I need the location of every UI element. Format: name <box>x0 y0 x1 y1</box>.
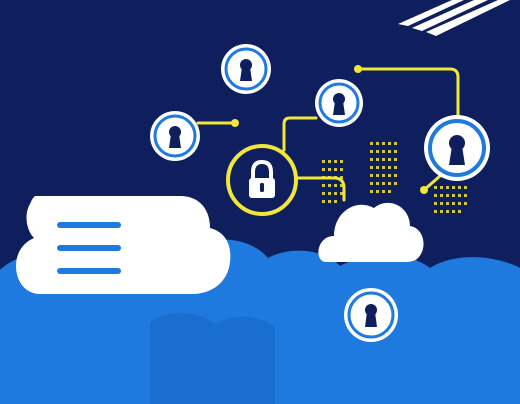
small-white-cloud <box>318 202 424 262</box>
building-right <box>434 186 467 213</box>
keyhole-icon <box>240 59 252 81</box>
keyhole-icon <box>365 304 377 327</box>
connector-dots <box>231 65 428 194</box>
keyhole-node-right <box>424 115 490 181</box>
keyhole-icon <box>333 93 345 115</box>
padlock-icon <box>249 159 275 198</box>
document-lines-icon <box>57 222 121 274</box>
building-middle <box>370 142 397 193</box>
keyhole-node-upper-middle <box>315 79 363 127</box>
keyhole-icon <box>169 126 181 148</box>
blue-cloud-shadow <box>150 313 275 404</box>
central-lock-node <box>226 144 298 216</box>
keyhole-node-top <box>221 44 271 94</box>
document-cloud <box>16 196 231 294</box>
keyhole-node-left <box>150 111 200 161</box>
city-buildings <box>322 142 467 213</box>
keyhole-node-bottom <box>344 288 398 342</box>
connector-lock-to-top <box>282 116 318 152</box>
connector-right-top <box>356 67 460 118</box>
keyhole-icon <box>449 135 465 165</box>
top-right-stripes <box>398 0 510 36</box>
building-left <box>322 160 343 203</box>
connector-lock-to-cloud <box>296 176 346 202</box>
